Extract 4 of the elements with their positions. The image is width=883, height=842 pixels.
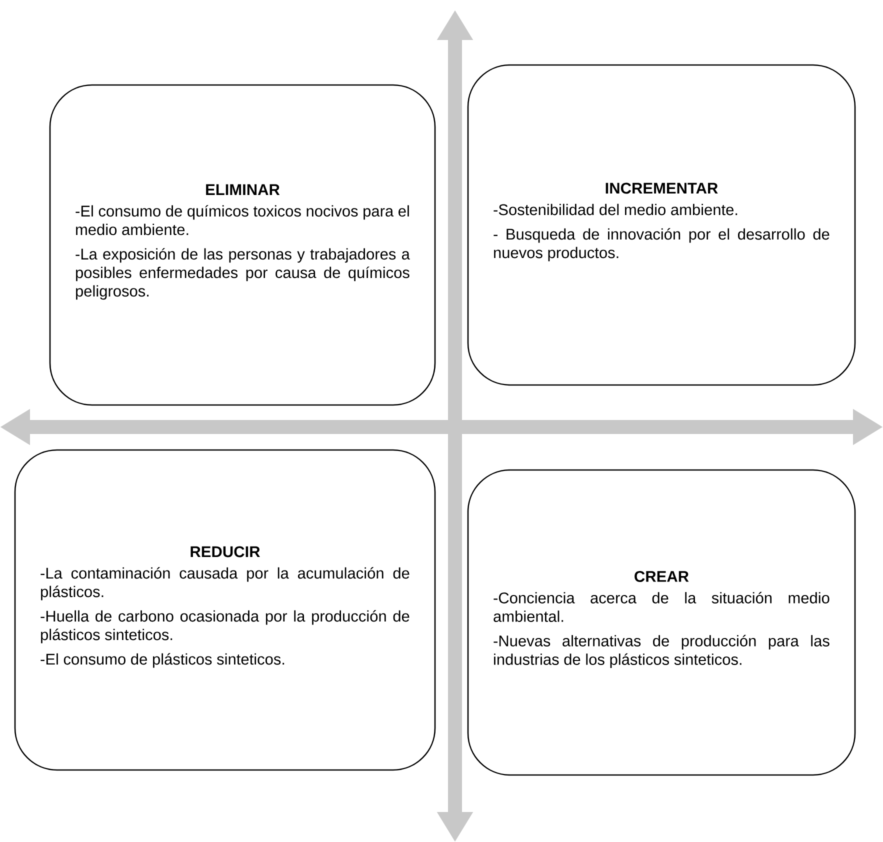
- text-box: ELIMINAR -El consumo de químicos toxicos nocivos para el medio ambiente. -La exposición de las personas y trabajadores a posibles enfermedades por causa de químicos peligrosos.: [49, 84, 436, 406]
- text-box: CREAR -Conciencia acerca de la situación medio ambiental. -Nuevas alternativas de producción para las industrias de los plásticos sinteticos.: [467, 469, 856, 776]
- text-box: REDUCIR -La contaminación causada por la acumulación de plásticos. -Huella de carbono ocasionada por la producción de plásticos sinteticos. -El consumo de plásticos sinteticos.: [14, 449, 436, 771]
- text-box: INCREMENTAR -Sostenibilidad del medio ambiente. - Busqueda de innovación por el desarrollo de nuevos productos.: [467, 64, 856, 386]
